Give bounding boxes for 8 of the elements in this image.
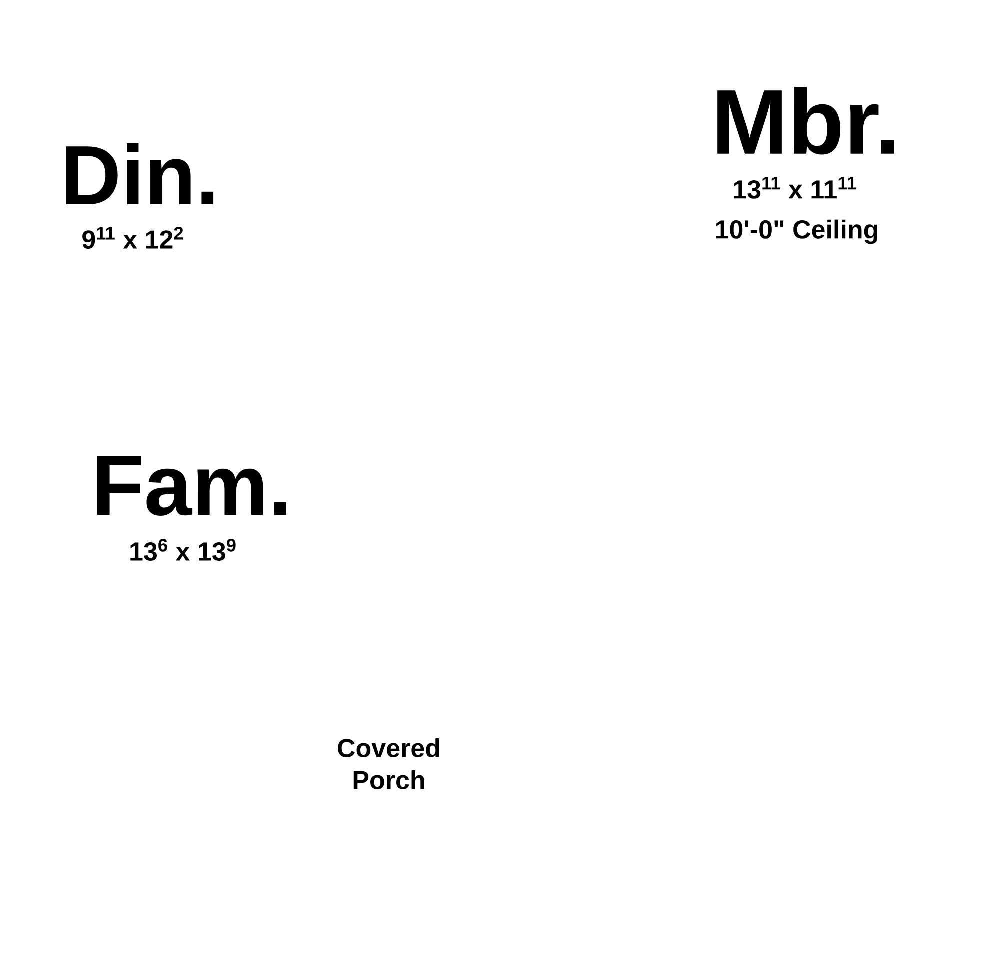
- room-dimensions: 9$^{11}$ x 12$^{2}$: [82, 227, 184, 249]
- room-name: Mbr.: [718, 87, 894, 155]
- area-label: Covered Porch: [338, 738, 440, 790]
- room-name: Fam.: [97, 456, 286, 516]
- room-name: Din.: [66, 144, 214, 204]
- room-dimensions: 13$^{11}$ x 11$^{11}$: [734, 177, 856, 199]
- room-dimensions: 13$^{6}$ x 13$^{9}$: [130, 538, 236, 561]
- ceiling-height-note: 10'-0" Ceiling: [716, 220, 878, 244]
